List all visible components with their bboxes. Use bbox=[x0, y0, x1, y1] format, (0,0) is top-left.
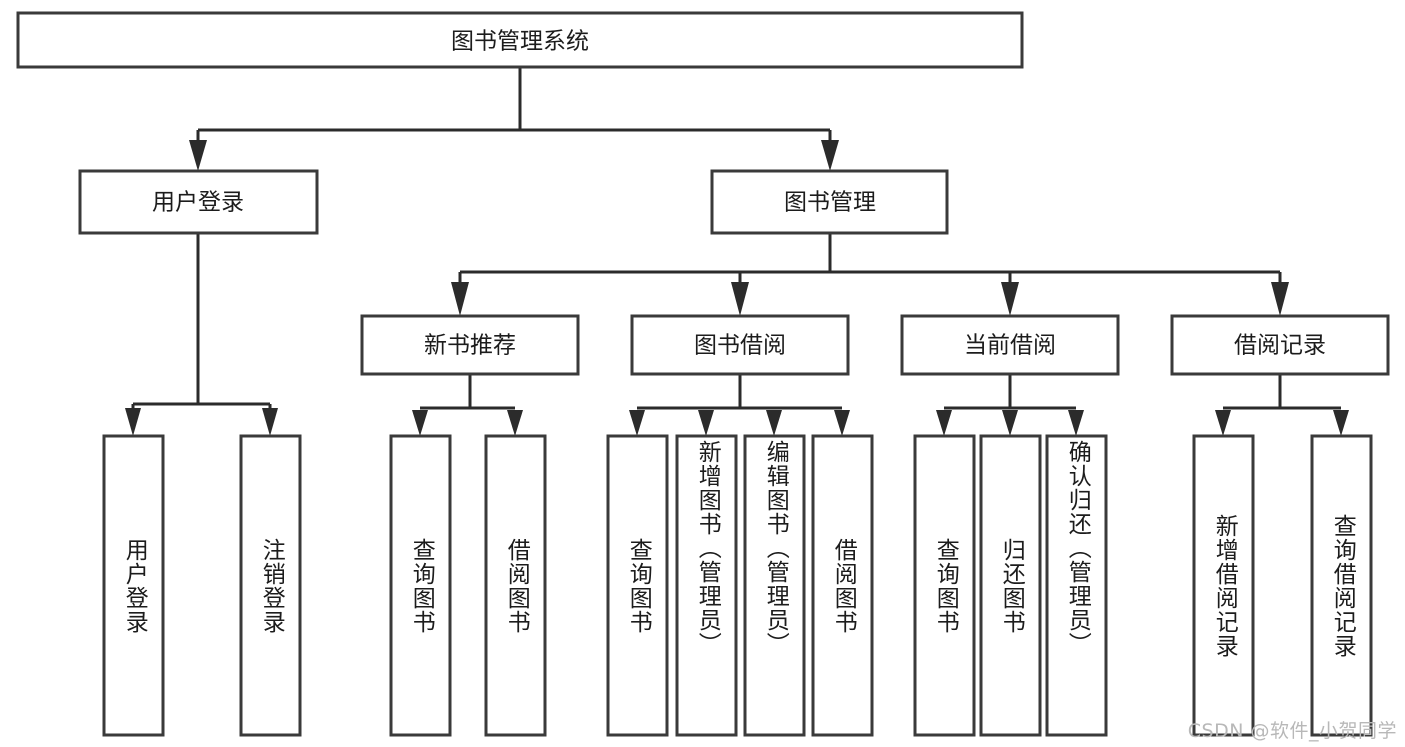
node-book-management-box[interactable] bbox=[710, 169, 949, 235]
node-leaf-borrow-book-box[interactable] bbox=[811, 434, 874, 737]
connector-group-book-management bbox=[451, 233, 1289, 316]
node-leaf-return-book-box[interactable] bbox=[979, 434, 1042, 737]
connector-group-root bbox=[189, 67, 839, 171]
arrow-head-leaf-confirm-return-admin bbox=[1068, 410, 1084, 436]
arrow-head-new-book-recommend bbox=[451, 282, 469, 316]
arrow-head-book-borrow bbox=[731, 282, 749, 316]
node-new-book-recommend-label: 新书推荐 bbox=[424, 333, 516, 359]
node-leaf-add-book-admin-box[interactable] bbox=[675, 434, 738, 737]
node-book-borrow-label: 图书借阅 bbox=[694, 333, 786, 359]
arrow-head-leaf-query-borrow-record bbox=[1333, 410, 1349, 436]
node-leaf-confirm-return-admin-box[interactable] bbox=[1045, 434, 1108, 737]
connector-group-book-borrow bbox=[629, 374, 850, 436]
connector-group-current-borrow bbox=[936, 374, 1084, 436]
arrow-head-book-management bbox=[821, 140, 839, 171]
node-book-borrow[interactable]: 图书借阅 bbox=[630, 314, 850, 376]
arrow-head-leaf-query-book-current bbox=[936, 410, 952, 436]
node-leaf-user-login-box[interactable] bbox=[102, 434, 165, 737]
node-current-borrow[interactable]: 当前借阅 bbox=[900, 314, 1120, 376]
node-current-borrow-box[interactable] bbox=[900, 314, 1120, 376]
node-borrow-record-label: 借阅记录 bbox=[1234, 333, 1326, 359]
node-root-label: 图书管理系统 bbox=[451, 29, 589, 55]
arrow-head-current-borrow bbox=[1001, 282, 1019, 316]
arrow-head-leaf-add-borrow-record bbox=[1215, 410, 1231, 436]
arrow-head-leaf-edit-book-admin bbox=[766, 410, 782, 436]
node-user-login-box[interactable] bbox=[78, 169, 319, 235]
arrow-head-leaf-borrow-book bbox=[834, 410, 850, 436]
arrow-head-leaf-query-book-recommend bbox=[412, 410, 428, 436]
node-borrow-record-box[interactable] bbox=[1170, 314, 1390, 376]
node-leaf-query-book-current-box[interactable] bbox=[913, 434, 976, 737]
arrow-head-leaf-user-login bbox=[125, 408, 141, 436]
watermark-text: CSDN @软件_小贺同学 bbox=[1187, 720, 1397, 742]
leaf-boxes bbox=[102, 434, 1373, 737]
node-user-login-label: 用户登录 bbox=[152, 190, 244, 216]
connector-group-new-book-recommend bbox=[412, 374, 523, 436]
node-borrow-record[interactable]: 借阅记录 bbox=[1170, 314, 1390, 376]
arrow-head-leaf-user-logout bbox=[262, 408, 278, 436]
arrow-head-leaf-return-book bbox=[1002, 410, 1018, 436]
connector-group-borrow-record bbox=[1215, 374, 1349, 436]
connector-group-user-login bbox=[125, 233, 278, 436]
node-leaf-add-borrow-record-box[interactable] bbox=[1192, 434, 1255, 737]
arrow-head-leaf-query-book-borrow bbox=[629, 410, 645, 436]
arrow-head-leaf-borrow-book-recommend bbox=[507, 410, 523, 436]
node-new-book-recommend[interactable]: 新书推荐 bbox=[360, 314, 580, 376]
arrow-head-leaf-add-book-admin bbox=[698, 410, 714, 436]
node-leaf-query-borrow-record-box[interactable] bbox=[1310, 434, 1373, 737]
node-leaf-user-logout-box[interactable] bbox=[239, 434, 302, 737]
node-book-borrow-box[interactable] bbox=[630, 314, 850, 376]
node-leaf-query-book-borrow-box[interactable] bbox=[606, 434, 669, 737]
node-root-box[interactable] bbox=[16, 11, 1024, 69]
node-current-borrow-label: 当前借阅 bbox=[964, 333, 1056, 359]
node-new-book-recommend-box[interactable] bbox=[360, 314, 580, 376]
node-user-login[interactable]: 用户登录 bbox=[78, 169, 319, 235]
node-root[interactable]: 图书管理系统 bbox=[16, 11, 1024, 69]
arrow-head-borrow-record bbox=[1271, 282, 1289, 316]
arrow-head-user-login bbox=[189, 140, 207, 171]
node-leaf-edit-book-admin-box[interactable] bbox=[743, 434, 806, 737]
node-book-management-label: 图书管理 bbox=[784, 190, 876, 216]
node-leaf-query-book-recommend-box[interactable] bbox=[389, 434, 452, 737]
node-book-management[interactable]: 图书管理 bbox=[710, 169, 949, 235]
node-leaf-borrow-book-recommend-box[interactable] bbox=[484, 434, 547, 737]
